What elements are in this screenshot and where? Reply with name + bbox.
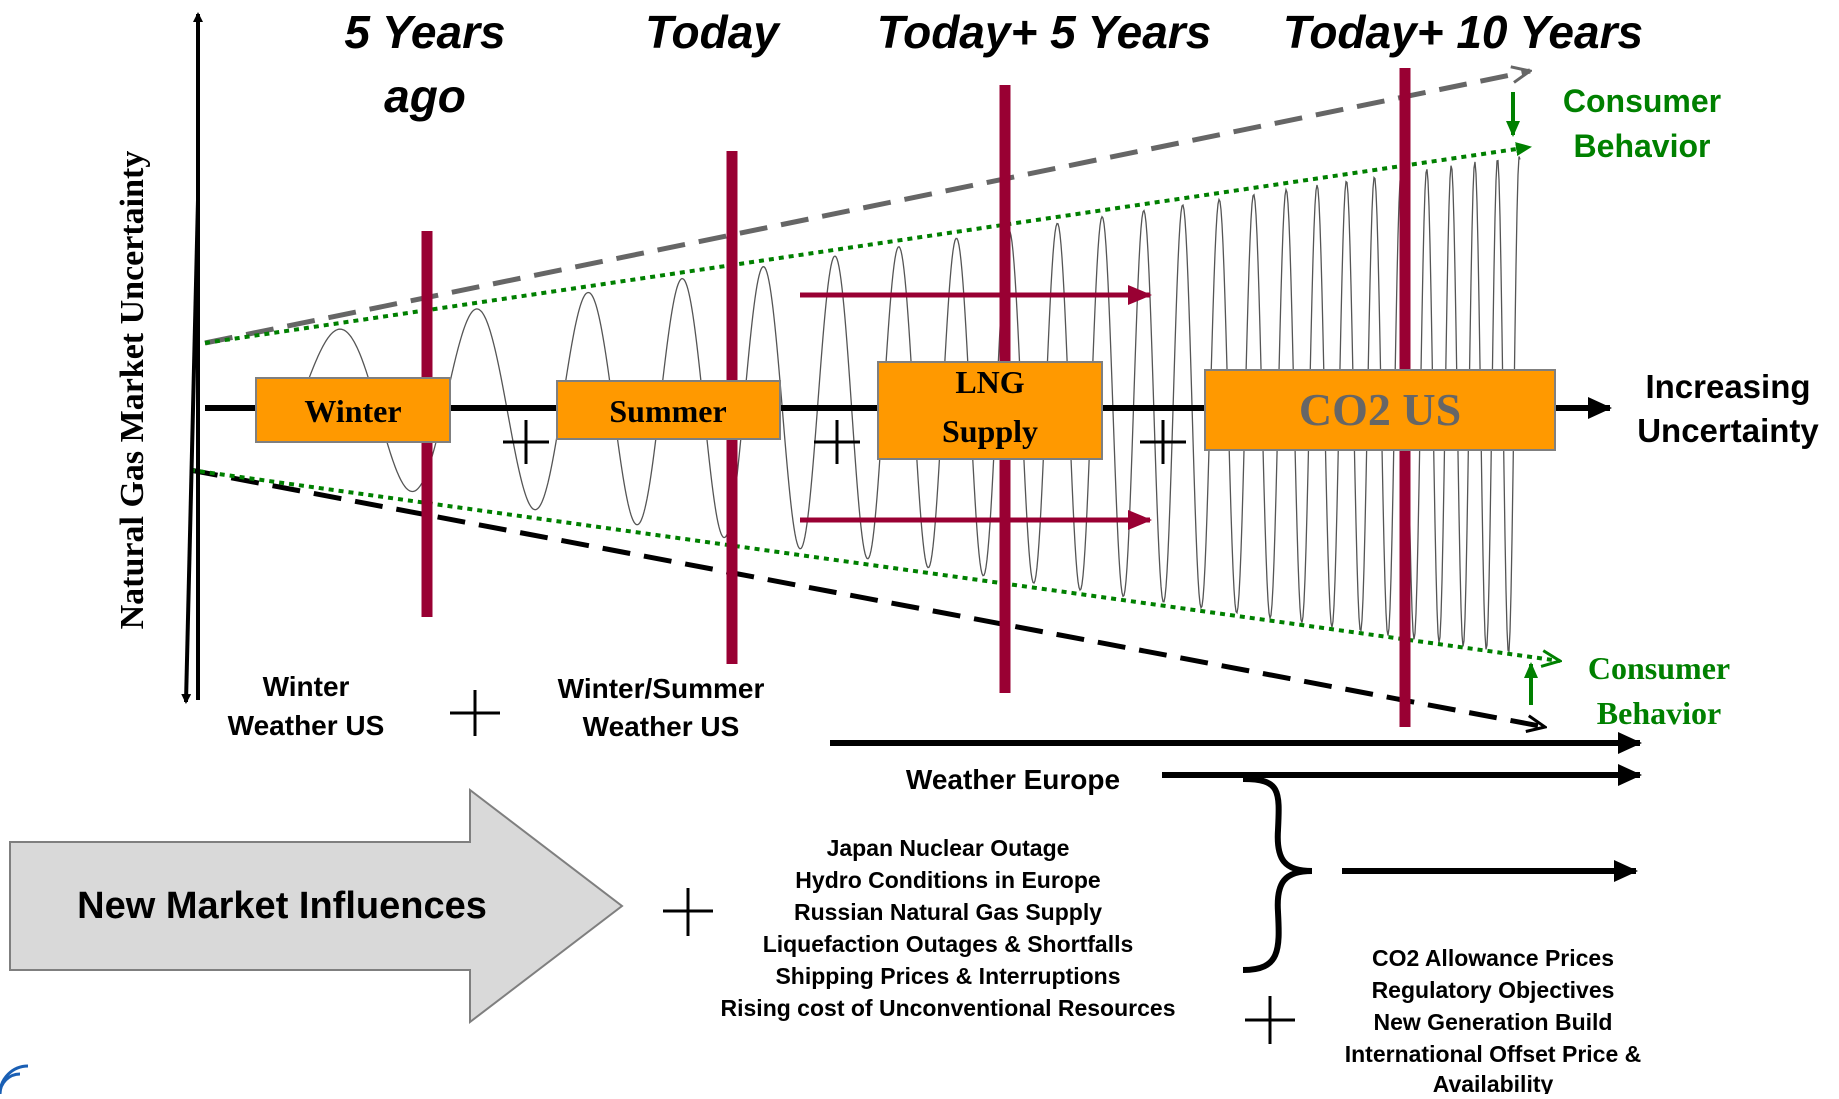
influences-list: Japan Nuclear Outage Hydro Conditions in… <box>721 835 1176 1021</box>
curly-brace <box>1242 776 1313 973</box>
company-logo <box>0 1064 29 1095</box>
lng-box-line-2: Supply <box>942 413 1038 449</box>
period-today: Today <box>645 6 781 58</box>
consumer-behavior-bottom-line-2: Behavior <box>1597 695 1721 731</box>
new-market-influences-arrow: New Market Influences <box>9 787 624 1025</box>
plus-sign-1 <box>503 420 549 464</box>
winter-box: Winter <box>255 377 451 443</box>
upper-consumer-dotted <box>204 142 1532 345</box>
uncertainty-wave <box>299 156 1521 653</box>
summer-box-label: Summer <box>609 393 726 429</box>
influence-item: Russian Natural Gas Supply <box>794 899 1102 925</box>
plus-sign-3 <box>1140 420 1186 464</box>
influence-item: Japan Nuclear Outage <box>827 835 1070 861</box>
period-today-plus-10: Today+ 10 Years <box>1283 6 1643 58</box>
lng-supply-box: LNG Supply <box>877 361 1103 460</box>
weather-europe-label: Weather Europe <box>906 764 1120 795</box>
summer-box: Summer <box>556 380 781 440</box>
new-market-influences-label: New Market Influences <box>77 885 487 927</box>
period-ago: ago <box>384 70 466 122</box>
lng-box-line-1: LNG <box>955 364 1024 400</box>
influence-item: Rising cost of Unconventional Resources <box>721 995 1176 1021</box>
co2-factor-item: Regulatory Objectives <box>1372 977 1615 1003</box>
plus-sign-2 <box>814 420 860 464</box>
co2-factor-item: International Offset Price & <box>1345 1041 1642 1067</box>
winter-summer-weather-line-2: Weather US <box>583 711 740 742</box>
influence-item: Liquefaction Outages & Shortfalls <box>763 931 1134 957</box>
winter-weather-line-1: Winter <box>263 671 350 702</box>
winter-weather-line-2: Weather US <box>228 710 385 741</box>
x-axis-label-line-2: Uncertainty <box>1637 412 1819 449</box>
co2-box-label: CO2 US <box>1299 384 1461 435</box>
y-axis-label: Natural Gas Market Uncertainty <box>114 151 151 630</box>
co2-factor-item: New Generation Build <box>1374 1009 1613 1035</box>
co2-factors-list: CO2 Allowance Prices Regulatory Objectiv… <box>1345 945 1642 1097</box>
consumer-behavior-top-line-2: Behavior <box>1574 128 1711 164</box>
consumer-behavior-bottom-line-1: Consumer <box>1588 650 1730 686</box>
plus-sign-co2 <box>1245 996 1295 1044</box>
influence-item: Hydro Conditions in Europe <box>795 867 1100 893</box>
x-axis-label-line-1: Increasing <box>1645 368 1810 405</box>
plus-sign-weather <box>450 690 500 736</box>
co2-factor-item: CO2 Allowance Prices <box>1372 945 1614 971</box>
co2-us-box: CO2 US <box>1204 369 1556 451</box>
lower-consumer-dotted <box>189 468 1560 661</box>
lower-envelope-dashed <box>189 467 1545 727</box>
consumer-behavior-top-line-1: Consumer <box>1563 83 1721 119</box>
period-today-plus-5: Today+ 5 Years <box>877 6 1212 58</box>
influence-item: Shipping Prices & Interruptions <box>775 963 1120 989</box>
winter-box-label: Winter <box>304 393 401 429</box>
y-axis-down <box>181 199 200 704</box>
period-5-years: 5 Years <box>344 6 505 58</box>
winter-summer-weather-line-1: Winter/Summer <box>558 673 765 704</box>
plus-sign-influences <box>663 888 713 936</box>
co2-factor-item: Availability <box>1433 1071 1554 1094</box>
